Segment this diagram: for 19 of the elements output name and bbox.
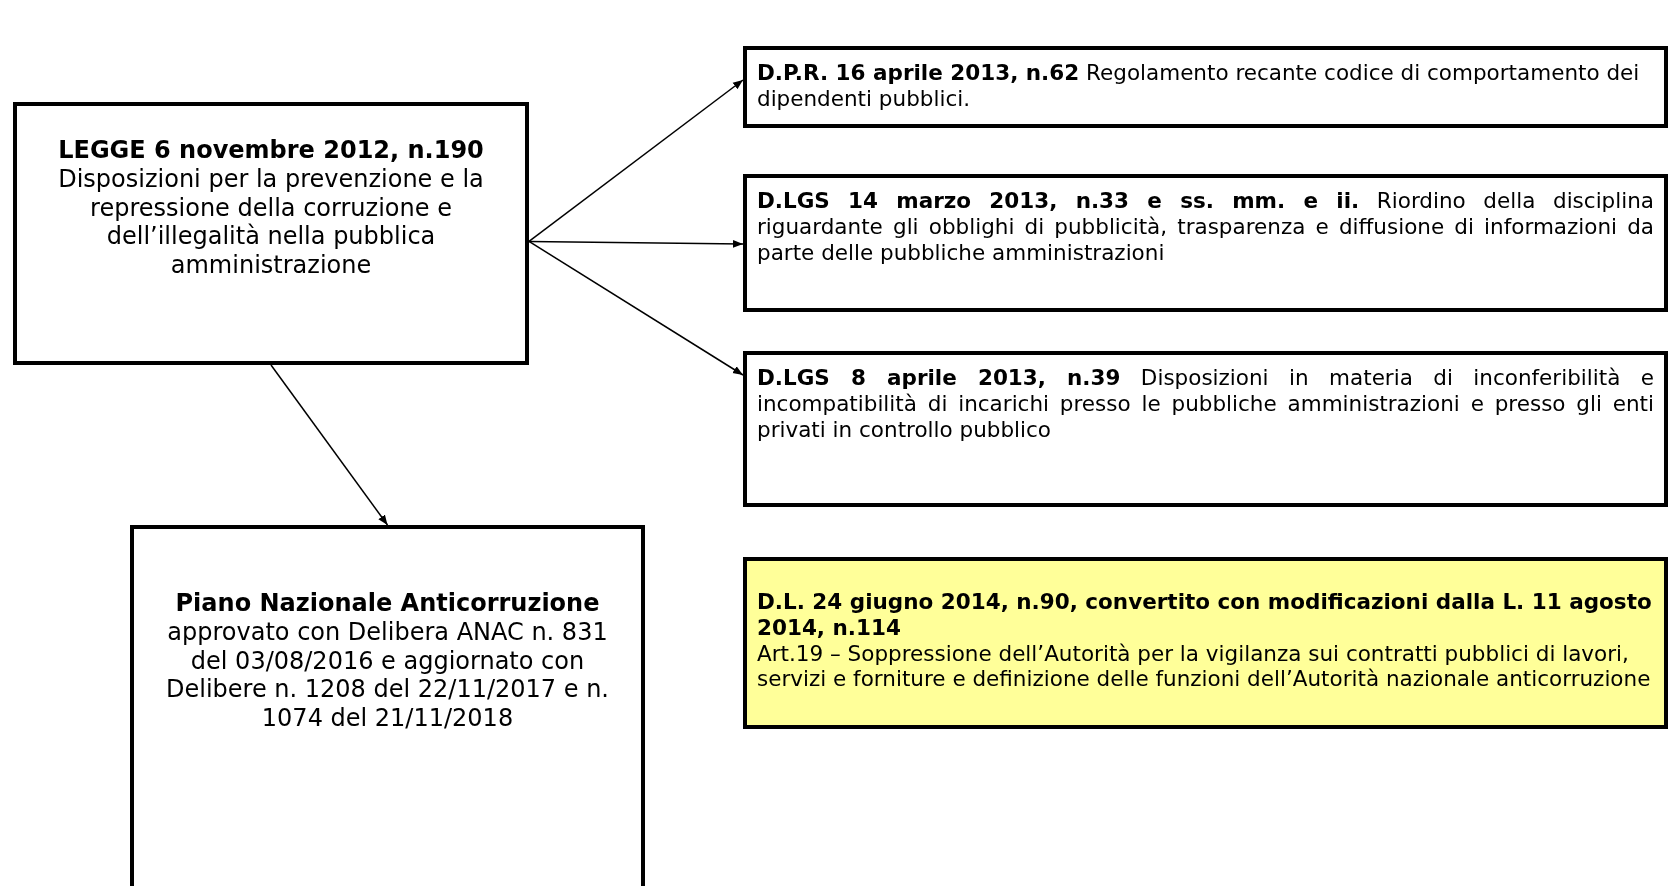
box-text: D.LGS 14 marzo 2013, n.33 e ss. mm. e ii. Riordino della disciplina riguardante gli obblighi di pubblicità, trasparenza e diffusione di informazioni da parte delle pubbliche amministrazioni bbox=[757, 188, 1654, 266]
process-box bbox=[743, 351, 1668, 507]
box-text: Art.19 – Soppressione dell’Autorità per la vigilanza sui contratti pubblici di lavori, servizi e forniture e definizione delle funzioni dell’Autorità nazionale anticorruzione bbox=[757, 640, 1652, 693]
arrow bbox=[270, 364, 389, 526]
note-box bbox=[743, 557, 1668, 729]
process-box bbox=[13, 102, 529, 365]
process-box bbox=[743, 46, 1668, 128]
box-heading: D.L. 24 giugno 2014, n.90, convertito con modificazioni dalla L. 11 agosto 2014, n.114 bbox=[757, 589, 1653, 641]
box-text: approvato con Delibera ANAC n. 831 del 03/08/2016 e aggiornato con Delibere n. 1208 del 22/11/2017 e n. 1074 del 21/11/2018 bbox=[165, 617, 610, 733]
box-text: D.P.R. 16 aprile 2013, n.62 Regolamento recante codice di comportamento dei dipendenti pubblici. bbox=[757, 60, 1641, 112]
box-heading: LEGGE 6 novembre 2012, n.190 bbox=[58, 136, 484, 165]
box-text: D.LGS 8 aprile 2013, n.39 Disposizioni in materia di inconferibilità e incompatibilità di incarichi presso le pubbliche amministrazioni e presso gli enti privati in controllo pubblico bbox=[757, 365, 1654, 443]
box-text: Disposizioni per la prevenzione e la repressione della corruzione e dell’illegalità nella pubblica amministrazione bbox=[57, 164, 485, 280]
arrow bbox=[528, 79, 744, 243]
process-box bbox=[130, 525, 645, 886]
box-heading: Piano Nazionale Anticorruzione bbox=[175, 589, 600, 618]
arrow bbox=[528, 239, 744, 248]
arrow bbox=[528, 240, 744, 376]
process-box bbox=[743, 174, 1668, 312]
